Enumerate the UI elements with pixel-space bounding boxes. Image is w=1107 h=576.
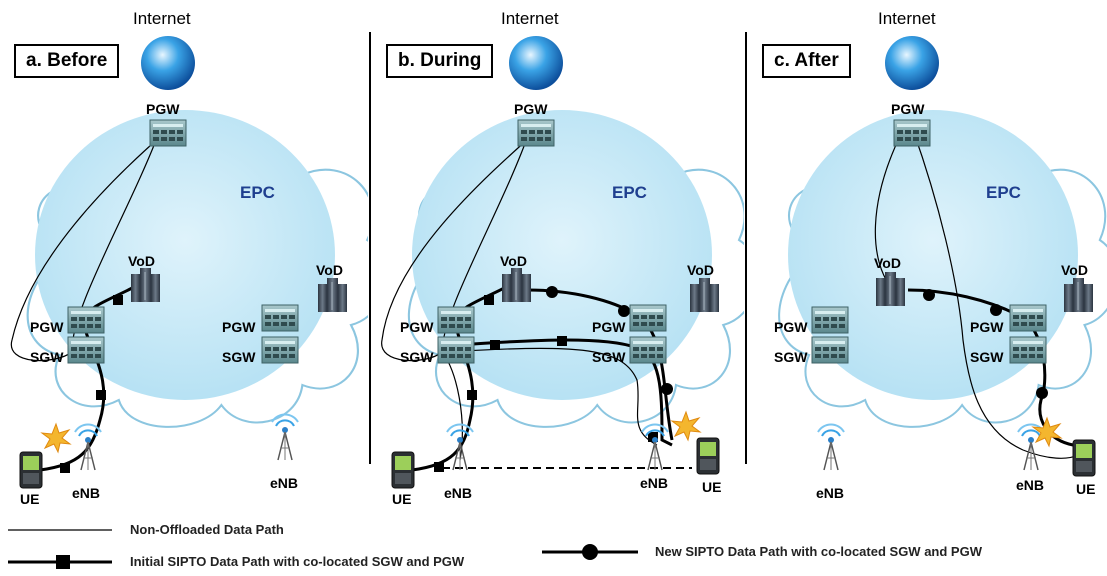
ue-right-icon: [696, 437, 720, 475]
vod-left-label: VoD: [874, 255, 901, 271]
panel-b-diagram: PGW EPC VoD VoD PGW SGW PGW SGW UE UE eN…: [381, 36, 744, 507]
pgw-top-label: PGW: [146, 101, 180, 117]
panel-a-diagram: PGW EPC VoD VoD PGW SGW PGW SGW UE eNB e…: [10, 36, 368, 507]
ue-right-label: UE: [702, 479, 721, 495]
enb-right-label: eNB: [640, 475, 668, 491]
epc-label: EPC: [986, 183, 1021, 202]
path-marker: [648, 432, 658, 442]
path-marker: [60, 463, 70, 473]
path-marker: [990, 304, 1002, 316]
internet-label: Internet: [501, 9, 559, 28]
enb-right-icon: [271, 413, 299, 461]
sgw-left-label: SGW: [30, 349, 64, 365]
panel-before: PGW EPC VoD VoD PGW SGW PGW SGW UE eNB e…: [0, 0, 368, 520]
vod-left-label: VoD: [128, 253, 155, 269]
legend-new-sipto: New SIPTO Data Path with co-located SGW …: [655, 544, 982, 559]
pgw-left-label: PGW: [400, 319, 434, 335]
sgw-left-server: [67, 336, 105, 364]
sgw-left-server: [811, 336, 849, 364]
panel-c-diagram: PGW EPC VoD VoD PGW SGW PGW SGW UE eNB e…: [774, 36, 1107, 501]
epc-label: EPC: [612, 183, 647, 202]
path-marker: [96, 390, 106, 400]
ue-label: UE: [1076, 481, 1095, 497]
pgw-right-server: [261, 304, 299, 332]
path-marker: [661, 383, 673, 395]
panel-title: b. During: [386, 44, 494, 78]
internet-label: Internet: [878, 9, 936, 28]
ue-icon: [19, 451, 43, 489]
vod-right-label: VoD: [1061, 262, 1088, 278]
pgw-right-label: PGW: [592, 319, 626, 335]
ue-icon: [1072, 439, 1096, 477]
path-marker: [618, 305, 630, 317]
panel-title: a. Before: [14, 44, 120, 78]
enb-left-icon: [817, 423, 845, 471]
sgw-right-label: SGW: [970, 349, 1004, 365]
pgw-top-server: [893, 119, 931, 147]
legend-square-marker: [56, 555, 70, 569]
pgw-left-label: PGW: [30, 319, 64, 335]
enb-right-icon: [641, 423, 669, 471]
enb-left-label: eNB: [816, 485, 844, 501]
enb-left-label: eNB: [72, 485, 100, 501]
legend-non-offloaded: Non-Offloaded Data Path: [130, 522, 284, 537]
pgw-top-server: [149, 119, 187, 147]
path-marker: [923, 289, 935, 301]
ue-label: UE: [20, 491, 39, 507]
enb-right-label: eNB: [1016, 477, 1044, 493]
pgw-left-server: [811, 306, 849, 334]
legend-initial-sipto: Initial SIPTO Data Path with co-located …: [130, 554, 465, 569]
path-marker: [546, 286, 558, 298]
globe-icon: [141, 36, 195, 90]
vod-left-label: VoD: [500, 253, 527, 269]
epc-bubble: [788, 110, 1078, 400]
globe-icon: [509, 36, 563, 90]
epc-label: EPC: [240, 183, 275, 202]
pgw-right-label: PGW: [222, 319, 256, 335]
path-marker: [434, 462, 444, 472]
sgw-right-label: SGW: [592, 349, 626, 365]
panel-after: PGW EPC VoD VoD PGW SGW PGW SGW UE eNB e…: [748, 0, 1107, 520]
sgw-right-server: [1009, 336, 1047, 364]
ue-left-icon: [391, 451, 415, 489]
path-marker: [490, 340, 500, 350]
sgw-right-label: SGW: [222, 349, 256, 365]
pgw-left-server: [67, 306, 105, 334]
path-marker: [557, 336, 567, 346]
divider: [745, 32, 747, 464]
sgw-left-label: SGW: [774, 349, 808, 365]
epc-bubble: [35, 110, 335, 400]
star-icon: [41, 423, 71, 453]
path-marker: [467, 390, 477, 400]
pgw-right-label: PGW: [970, 319, 1004, 335]
pgw-top-label: PGW: [891, 101, 925, 117]
pgw-right-server: [1009, 304, 1047, 332]
enb-left-label: eNB: [444, 485, 472, 501]
sgw-right-server: [629, 336, 667, 364]
legend-circle-marker: [582, 544, 598, 560]
globe-icon: [885, 36, 939, 90]
enb-left-icon: [446, 423, 474, 471]
pgw-top-label: PGW: [514, 101, 548, 117]
pgw-top-server: [517, 119, 555, 147]
sgw-left-server: [437, 336, 475, 364]
pgw-left-server: [437, 306, 475, 334]
legend-swatches: [8, 529, 638, 569]
panel-title: c. After: [762, 44, 851, 78]
pgw-right-server: [629, 304, 667, 332]
path-marker: [1036, 387, 1048, 399]
star-icon: [671, 411, 701, 441]
divider: [369, 32, 371, 464]
sgw-left-label: SGW: [400, 349, 434, 365]
path-marker: [113, 295, 123, 305]
vod-right-label: VoD: [687, 262, 714, 278]
panel-during: PGW EPC VoD VoD PGW SGW PGW SGW UE UE eN…: [372, 0, 744, 520]
internet-label: Internet: [133, 9, 191, 28]
path-marker: [484, 295, 494, 305]
vod-right-label: VoD: [316, 262, 343, 278]
pgw-left-label: PGW: [774, 319, 808, 335]
ue-left-label: UE: [392, 491, 411, 507]
sgw-right-server: [261, 336, 299, 364]
enb-right-label: eNB: [270, 475, 298, 491]
